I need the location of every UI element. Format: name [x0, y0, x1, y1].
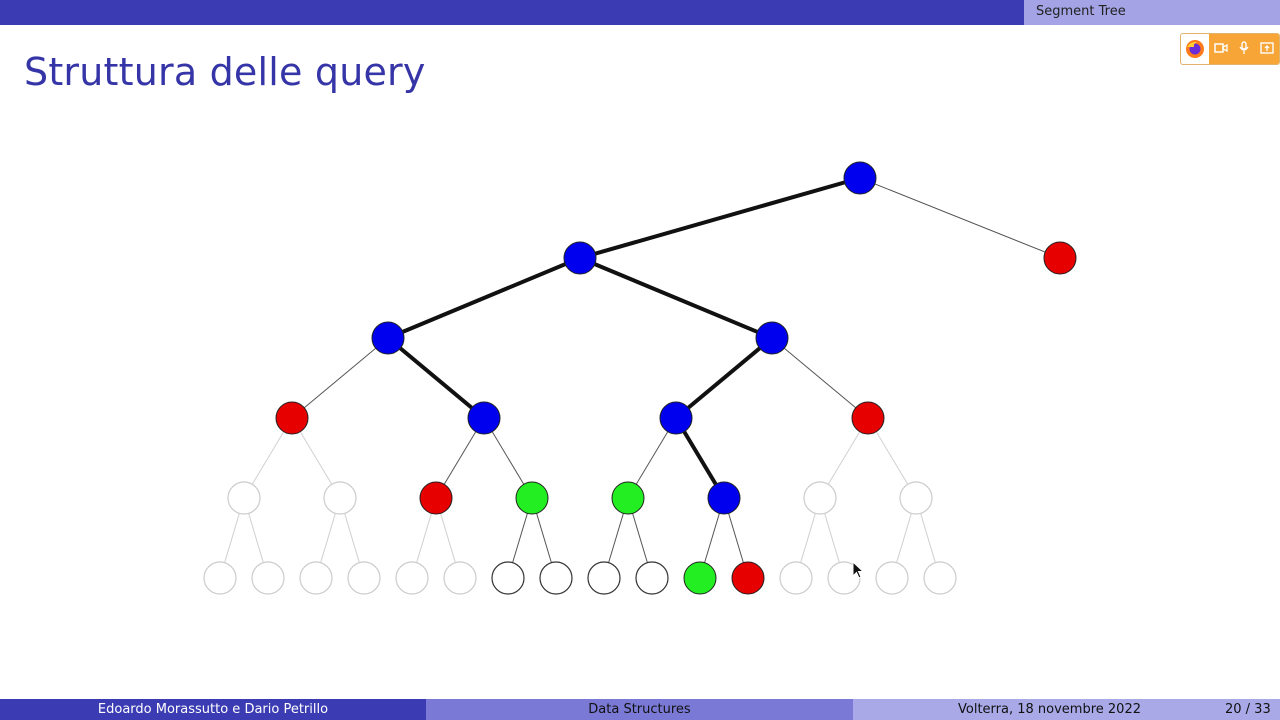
tree-edges — [219, 176, 1061, 579]
tree-leaf-faded — [443, 561, 477, 595]
tree-leaf — [539, 561, 573, 595]
tree-leaf-faded — [251, 561, 285, 595]
tree-node-faded — [803, 481, 837, 515]
tree-node-inside — [515, 481, 549, 515]
tree-node-visited — [843, 161, 877, 195]
tree-leaf — [491, 561, 525, 595]
tree-leaf-faded — [299, 561, 333, 595]
mouse-cursor-icon — [852, 561, 864, 579]
tree-node-inside — [611, 481, 645, 515]
firefox-icon — [1181, 34, 1209, 64]
tree-node-visited — [755, 321, 789, 355]
tree-node-visited — [371, 321, 405, 355]
tree-node-visited — [467, 401, 501, 435]
tree-leaf — [587, 561, 621, 595]
edge — [674, 336, 774, 420]
edge — [387, 256, 581, 340]
edge — [579, 176, 861, 260]
footer-right: Volterra, 18 novembre 2022 20 / 33 — [853, 699, 1280, 720]
top-bar-left — [0, 0, 1024, 25]
tree-node-faded — [227, 481, 261, 515]
tree-leaf-faded — [203, 561, 237, 595]
tree-node-visited — [563, 241, 597, 275]
footer-date: Volterra, 18 novembre 2022 — [958, 702, 1141, 717]
tree-nodes — [203, 161, 1077, 595]
tree-leaf-outside — [731, 561, 765, 595]
footer-bar: Edoardo Morassutto e Dario Petrillo Data… — [0, 699, 1280, 720]
tree-node-faded — [899, 481, 933, 515]
tree-leaf — [635, 561, 669, 595]
edge — [771, 337, 869, 419]
tree-leaf-faded — [875, 561, 909, 595]
browser-sharing-toolbar[interactable] — [1180, 33, 1280, 65]
top-bar-right — [1024, 0, 1280, 25]
tree-node-outside — [419, 481, 453, 515]
edge — [579, 256, 773, 340]
edge — [859, 177, 1061, 259]
share-screen-icon[interactable] — [1259, 41, 1274, 57]
tree-leaf-faded — [395, 561, 429, 595]
camera-icon[interactable] — [1214, 42, 1228, 57]
tree-leaf-inside — [683, 561, 717, 595]
tree-node-outside — [275, 401, 309, 435]
tree-node-visited — [707, 481, 741, 515]
microphone-icon[interactable] — [1239, 40, 1249, 58]
tree-node-visited — [659, 401, 693, 435]
slide-title: Struttura delle query — [24, 50, 426, 94]
footer-course: Data Structures — [426, 699, 853, 720]
page-number: 20 / 33 — [1225, 702, 1271, 717]
edge — [386, 336, 486, 420]
tree-leaf-faded — [923, 561, 957, 595]
tree-leaf-faded — [779, 561, 813, 595]
tree-node-outside — [1043, 241, 1077, 275]
tree-node-outside — [851, 401, 885, 435]
tree-node-faded — [323, 481, 357, 515]
top-bar: Segment Tree — [0, 0, 1280, 25]
edge — [291, 337, 389, 419]
footer-authors: Edoardo Morassutto e Dario Petrillo — [0, 699, 426, 720]
section-title: Segment Tree — [1036, 4, 1126, 19]
tree-leaf-faded — [347, 561, 381, 595]
